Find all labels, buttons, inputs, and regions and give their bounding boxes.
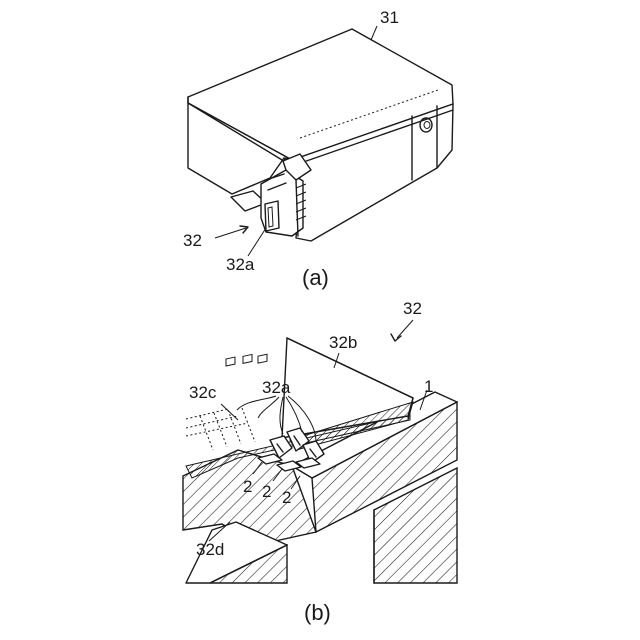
leader-32 — [215, 228, 246, 238]
label-1: 1 — [424, 377, 433, 396]
contacts-ghost-32c — [186, 354, 267, 450]
label-31: 31 — [380, 8, 399, 27]
label-32a-b: 32a — [262, 378, 291, 397]
label-32-b: 32 — [403, 299, 422, 318]
cartridge-31 — [188, 29, 453, 241]
caption-a: (a) — [302, 265, 329, 290]
label-32c: 32c — [189, 383, 217, 402]
leader-31 — [371, 26, 377, 40]
label-pad-1: 2 — [243, 477, 252, 496]
figure-a-drawing — [188, 26, 453, 256]
label-pad-3: 2 — [282, 488, 291, 507]
label-32a: 32a — [226, 255, 255, 274]
label-pad-2: 2 — [262, 482, 271, 501]
leader-32a — [248, 228, 266, 256]
caption-b: (b) — [304, 600, 331, 625]
leader-32c — [221, 404, 238, 420]
label-32b: 32b — [329, 333, 357, 352]
label-32: 32 — [183, 231, 202, 250]
leader-32-b — [397, 320, 413, 338]
label-32d: 32d — [196, 540, 224, 559]
